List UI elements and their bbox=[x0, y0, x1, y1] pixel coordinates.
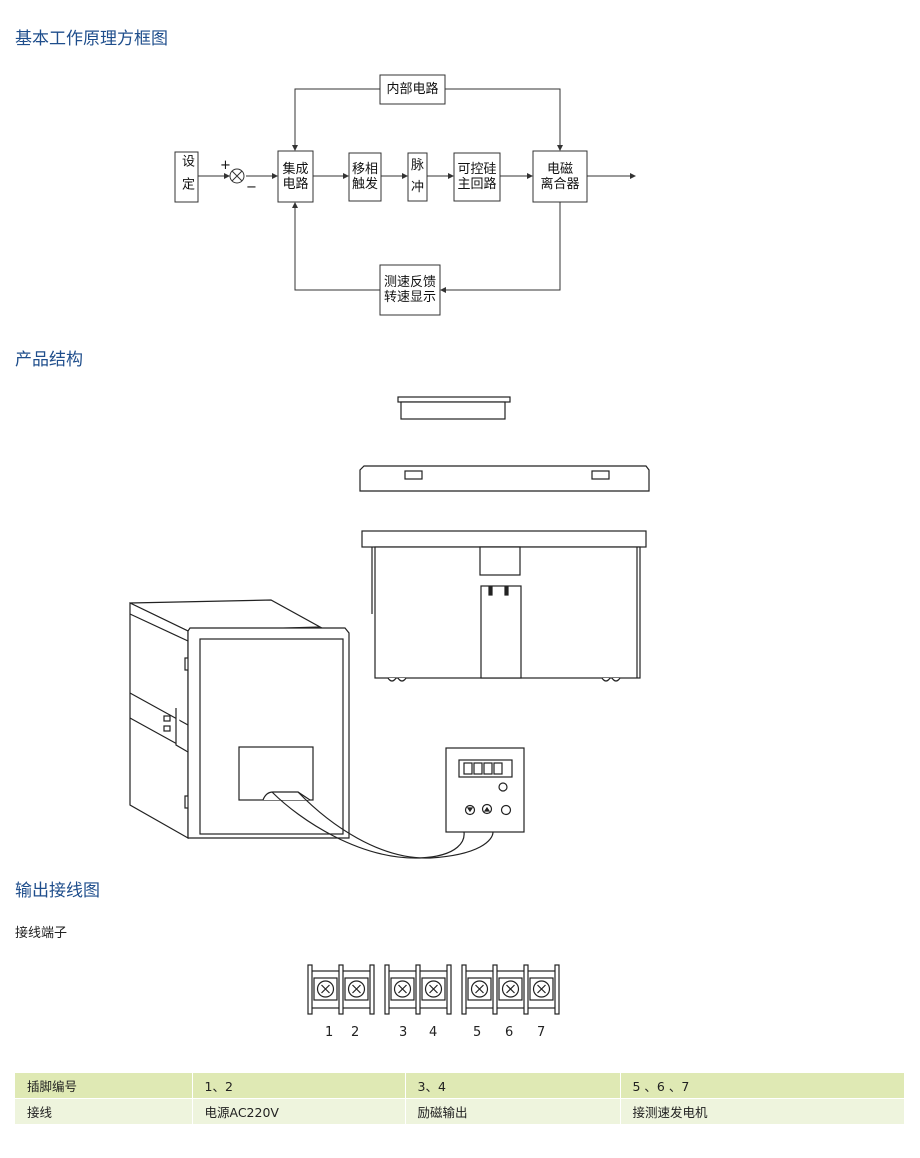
table-cell: 3、4 bbox=[405, 1073, 621, 1099]
minus-sign: − bbox=[246, 180, 257, 195]
table-cell: 接线 bbox=[15, 1098, 193, 1124]
terminal-separator bbox=[338, 964, 344, 1015]
terminal-separator bbox=[492, 964, 498, 1015]
scr-label: 可控硅主回路 bbox=[457, 162, 497, 192]
plus-sign: + bbox=[220, 158, 231, 173]
terminal-separator bbox=[461, 964, 467, 1015]
phase-box bbox=[348, 152, 382, 202]
terminal-separator bbox=[369, 964, 375, 1015]
set-button-icon bbox=[500, 804, 512, 816]
terminal-number: 7 bbox=[537, 1025, 546, 1040]
summing-junction-icon bbox=[229, 168, 245, 184]
section-title-structure: 产品结构 bbox=[15, 350, 83, 370]
table-cell: 5 、6 、7 bbox=[620, 1073, 905, 1099]
table-cell: 励磁输出 bbox=[405, 1098, 621, 1124]
top-cover-part bbox=[397, 396, 511, 420]
ic-label: 集成电路 bbox=[282, 161, 309, 192]
pin-assignment-table: 插脚编号 1、2 3、4 5 、6 、7 接线 电源AC220V 励磁输出 接测… bbox=[15, 1073, 905, 1124]
terminal-number: 5 bbox=[473, 1025, 482, 1040]
terminal-number: 1 bbox=[325, 1025, 334, 1040]
housing-side-view bbox=[361, 530, 647, 682]
table-cell: 1、2 bbox=[192, 1073, 406, 1099]
terminal-number: 3 bbox=[399, 1025, 408, 1040]
terminal-number: 6 bbox=[505, 1025, 514, 1040]
mounting-frame-part bbox=[359, 465, 650, 492]
internal-label: 内部电路 bbox=[386, 82, 439, 97]
table-cell: 电源AC220V bbox=[192, 1098, 406, 1124]
terminal-separator bbox=[523, 964, 529, 1015]
terminal-subtitle: 接线端子 bbox=[15, 926, 68, 941]
table-cell: 接测速发电机 bbox=[620, 1098, 905, 1124]
feedback-label: 测速反馈转速显示 bbox=[383, 275, 436, 305]
connection-cable bbox=[271, 791, 494, 859]
controller-unit-perspective bbox=[129, 599, 350, 840]
table-header-row: 插脚编号 1、2 3、4 5 、6 、7 bbox=[15, 1073, 905, 1099]
phase-label: 移相触发 bbox=[351, 162, 378, 192]
pulse-box bbox=[407, 152, 428, 202]
table-cell: 插脚编号 bbox=[15, 1073, 193, 1099]
terminal-separator bbox=[446, 964, 452, 1015]
product-structure-drawing bbox=[129, 396, 650, 859]
terminal-separator bbox=[554, 964, 560, 1015]
section-title-wiring: 输出接线图 bbox=[15, 881, 100, 901]
terminal-number: 4 bbox=[429, 1025, 438, 1040]
terminal-block-drawing bbox=[307, 964, 560, 1015]
terminal-number: 2 bbox=[351, 1025, 360, 1040]
scr-box bbox=[453, 152, 501, 202]
setpoint-label: 设定 bbox=[179, 154, 194, 200]
clutch-label: 电磁离合器 bbox=[540, 161, 580, 192]
terminal-separator bbox=[307, 964, 313, 1015]
block-diagram-lines bbox=[174, 74, 636, 316]
setpoint-box bbox=[174, 151, 199, 203]
terminal-separator bbox=[415, 964, 421, 1015]
pulse-label: 脉冲 bbox=[410, 158, 424, 195]
terminal-separator bbox=[384, 964, 390, 1015]
table-row: 接线 电源AC220V 励磁输出 接测速发电机 bbox=[15, 1098, 905, 1124]
section-title-block-diagram: 基本工作原理方框图 bbox=[15, 29, 168, 49]
display-panel bbox=[445, 747, 525, 833]
